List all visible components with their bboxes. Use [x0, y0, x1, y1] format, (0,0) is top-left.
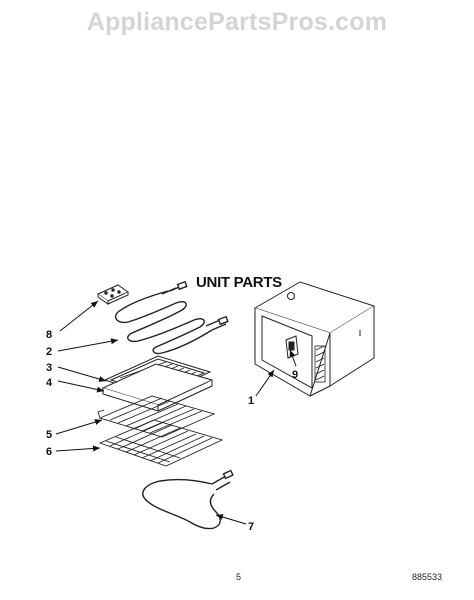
callout-2: 2 — [46, 346, 52, 358]
callout-9: 9 — [292, 369, 298, 381]
broil-element — [114, 280, 229, 355]
oven-rack-upper — [97, 395, 216, 438]
callout-7: 7 — [248, 521, 254, 533]
document-number: 885533 — [412, 572, 443, 582]
terminal-block — [96, 284, 130, 305]
callout-8: 8 — [46, 329, 52, 341]
callout-4: 4 — [46, 377, 53, 389]
watermark-text: AppliancePartsPros.com — [86, 8, 388, 36]
oven-cavity-liner — [253, 281, 376, 397]
callout-1: 1 — [248, 395, 254, 407]
callout-3: 3 — [46, 362, 52, 374]
callout-leaders — [55, 300, 297, 525]
callout-5: 5 — [46, 429, 52, 441]
callout-6: 6 — [46, 446, 52, 458]
section-title: UNIT PARTS — [196, 274, 282, 291]
page-number: 5 — [236, 572, 242, 582]
oven-rack-lower — [98, 419, 224, 467]
bake-element — [142, 469, 234, 530]
